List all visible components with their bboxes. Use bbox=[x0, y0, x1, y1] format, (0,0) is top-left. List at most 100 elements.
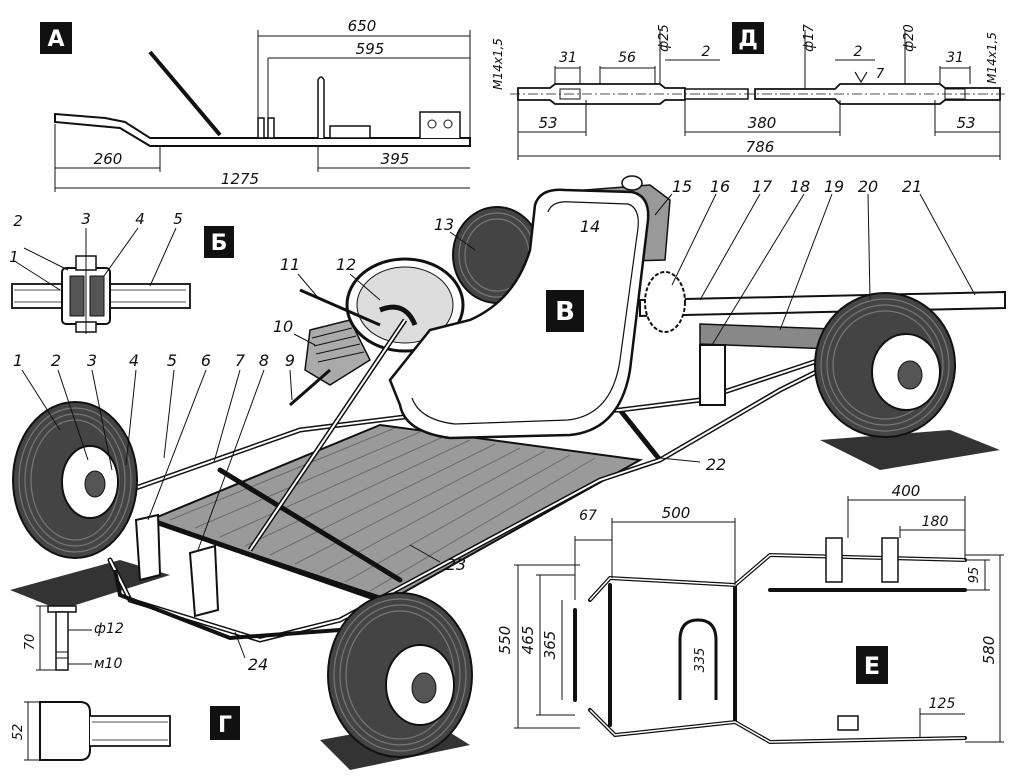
throttle-lever bbox=[299, 288, 381, 327]
seat-strut bbox=[699, 344, 726, 406]
plan-dim-400: 400 bbox=[892, 482, 921, 500]
clamp-callout-5: 5 bbox=[173, 210, 183, 228]
plan-dim-95: 95 bbox=[967, 567, 982, 584]
pin-dim-m10: м10 bbox=[94, 656, 122, 672]
frame-plan-view: Е bbox=[496, 482, 1004, 745]
dim-31-left: 31 bbox=[559, 50, 577, 66]
pin-dim-70: 70 bbox=[23, 634, 38, 651]
callout-13: 13 bbox=[434, 215, 454, 234]
clamp-callout-3: 3 bbox=[81, 210, 91, 228]
callout-21: 21 bbox=[902, 177, 922, 196]
callout-20: 20 bbox=[858, 177, 878, 196]
steering-column-side bbox=[148, 50, 222, 137]
clamp-callout-2: 2 bbox=[13, 212, 23, 230]
dim-53-right: 53 bbox=[956, 114, 975, 132]
pin-dim-d12: ф12 bbox=[94, 621, 124, 637]
plan-dim-550: 550 bbox=[496, 626, 514, 655]
plan-dim-125: 125 bbox=[929, 696, 956, 712]
badge-b-label: Б bbox=[211, 231, 228, 256]
dim-d25: ф25 bbox=[657, 24, 672, 52]
callout-1: 1 bbox=[13, 351, 23, 370]
plan-dim-580: 580 bbox=[980, 636, 998, 665]
rear-sprocket bbox=[644, 271, 686, 333]
dim-595: 595 bbox=[356, 40, 385, 58]
callout-9: 9 bbox=[285, 351, 295, 370]
pin-detail: Г 70 ф12 м10 52 bbox=[11, 605, 240, 761]
dim-260: 260 bbox=[94, 150, 123, 168]
seat bbox=[388, 188, 650, 440]
dim-786: 786 bbox=[746, 138, 775, 156]
badge-a bbox=[40, 22, 72, 54]
rear-axle bbox=[639, 290, 1006, 318]
frame-plan-seat-hoop bbox=[678, 618, 718, 700]
badge-d-label: Д bbox=[738, 27, 758, 52]
seat-post-side bbox=[317, 76, 325, 138]
plan-dim-465: 465 bbox=[519, 626, 537, 655]
plan-dim-335: 335 bbox=[693, 648, 708, 673]
callout-11: 11 bbox=[280, 255, 300, 274]
engine bbox=[304, 319, 371, 386]
rear-right-wheel bbox=[814, 292, 956, 438]
callout-23: 23 bbox=[446, 555, 466, 574]
badge-g bbox=[210, 706, 240, 740]
dim-thread-left: М14х1,5 bbox=[491, 38, 505, 90]
dim-d17: ф17 bbox=[802, 23, 817, 51]
roughness-mark: 7 bbox=[876, 67, 885, 82]
callout-12: 12 bbox=[336, 255, 356, 274]
front-left-wheel bbox=[12, 401, 138, 559]
clamp-callout-1: 1 bbox=[9, 248, 19, 266]
dim-380: 380 bbox=[748, 114, 777, 132]
callout-15: 15 bbox=[672, 177, 692, 196]
plan-dim-67: 67 bbox=[579, 508, 597, 524]
clamp-callout-4: 4 bbox=[135, 210, 145, 228]
badge-v-label: В bbox=[555, 297, 575, 327]
rear-bracket-side bbox=[419, 111, 461, 138]
dim-650: 650 bbox=[348, 17, 377, 35]
badge-e-label: Е bbox=[864, 652, 880, 680]
callout-16: 16 bbox=[710, 177, 730, 196]
dim-1275: 1275 bbox=[221, 170, 259, 188]
callout-3: 3 bbox=[87, 351, 97, 370]
plan-dim-365: 365 bbox=[541, 631, 559, 660]
callout-5: 5 bbox=[167, 351, 177, 370]
badge-e bbox=[856, 646, 888, 684]
frame-plan-tubes bbox=[573, 552, 967, 745]
brake-pedal bbox=[134, 513, 162, 582]
dim-2-right: 2 bbox=[854, 44, 863, 60]
frame-side-view: А 650 595 260 1275 395 bbox=[40, 17, 471, 192]
kart-main-view: 1 2 3 4 5 6 7 8 9 10 11 12 13 14 15 16 1… bbox=[10, 175, 1006, 770]
callout-19: 19 bbox=[824, 177, 844, 196]
callout-4: 4 bbox=[129, 351, 139, 370]
callout-18: 18 bbox=[790, 177, 810, 196]
front-right-wheel bbox=[327, 592, 473, 758]
callout-10: 10 bbox=[273, 317, 293, 336]
badge-d bbox=[732, 22, 764, 54]
badge-a-label: А bbox=[47, 27, 64, 52]
dim-31-right: 31 bbox=[946, 50, 964, 66]
axle-view: Д bbox=[491, 22, 1005, 160]
front-bumper bbox=[113, 569, 341, 641]
dim-thread-right: М14х1,5 bbox=[985, 32, 999, 84]
plan-dim-180: 180 bbox=[922, 514, 949, 530]
badge-g-label: Г bbox=[218, 713, 232, 738]
callout-7: 7 bbox=[235, 351, 246, 370]
steering-wheel bbox=[379, 304, 418, 327]
dim-395: 395 bbox=[381, 150, 410, 168]
callout-17: 17 bbox=[752, 177, 773, 196]
dim-53-left: 53 bbox=[538, 114, 557, 132]
gas-pedal bbox=[188, 544, 220, 618]
callout-14: 14 bbox=[580, 217, 600, 236]
callout-8: 8 bbox=[259, 351, 269, 370]
dim-d20: ф20 bbox=[902, 24, 917, 52]
badge-v bbox=[546, 290, 584, 332]
callout-6: 6 bbox=[201, 351, 211, 370]
callout-22: 22 bbox=[706, 455, 726, 474]
dim-56: 56 bbox=[618, 50, 636, 66]
clamp-detail: Б 1 2 3 4 5 bbox=[9, 210, 234, 334]
dim-2-left: 2 bbox=[702, 44, 711, 60]
callout-2: 2 bbox=[51, 351, 61, 370]
badge-b bbox=[204, 226, 234, 258]
plan-dim-500: 500 bbox=[662, 504, 691, 522]
callout-24: 24 bbox=[248, 655, 268, 674]
